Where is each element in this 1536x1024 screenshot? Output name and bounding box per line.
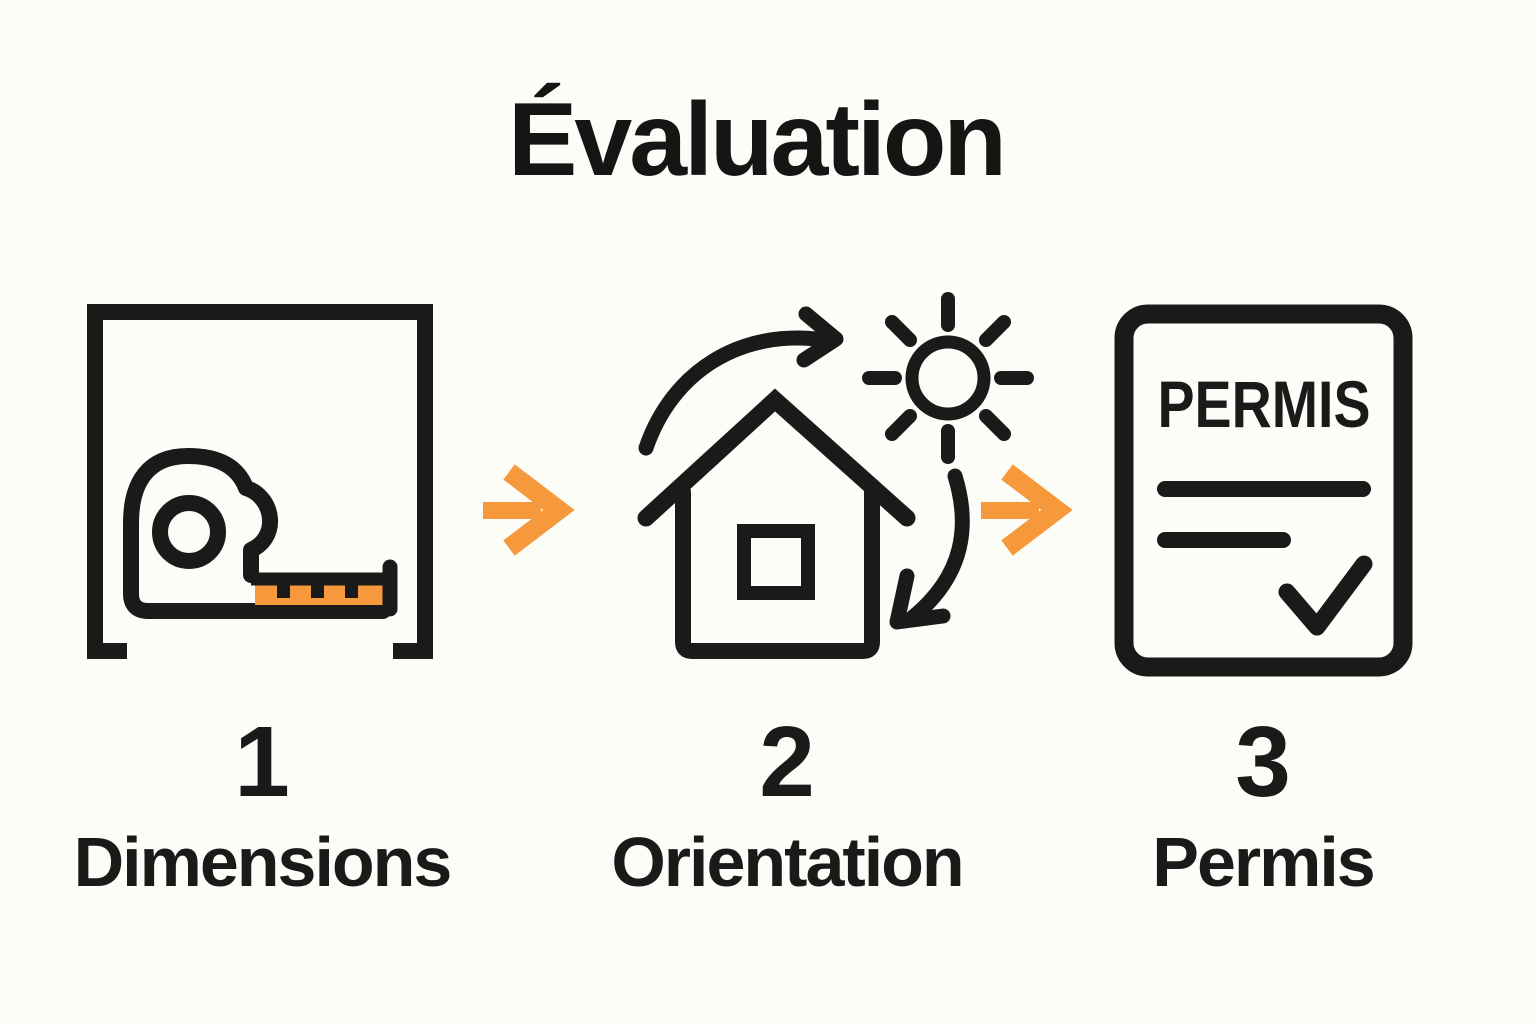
checkmark-icon bbox=[1278, 555, 1373, 636]
permit-document-check-icon: PERMIS bbox=[1114, 304, 1413, 677]
tape-measure-icon bbox=[123, 448, 398, 619]
house-icon bbox=[637, 388, 916, 659]
document-outline bbox=[1114, 304, 1413, 677]
step-1-number: 1 bbox=[234, 706, 290, 818]
rotation-arc-arrow-icon bbox=[638, 306, 844, 456]
measurement-frame-icon bbox=[87, 304, 433, 659]
step-1-label: Dimensions bbox=[73, 823, 453, 901]
sun-icon bbox=[862, 292, 1034, 464]
arrow-right-icon bbox=[981, 464, 1073, 556]
step-3-number: 3 bbox=[1235, 706, 1291, 818]
tape-reel bbox=[152, 495, 226, 569]
arrow-right-icon bbox=[483, 464, 575, 556]
tape-measure-in-frame-icon bbox=[87, 304, 433, 659]
house-window bbox=[737, 524, 815, 600]
document-title-text: PERMIS bbox=[1158, 367, 1371, 441]
step-2-number: 2 bbox=[759, 706, 815, 818]
step-3-label: Permis bbox=[1152, 823, 1375, 901]
page-title: Évaluation bbox=[508, 82, 1007, 198]
step-2-label: Orientation bbox=[611, 823, 964, 901]
rotation-down-arrow-icon bbox=[889, 468, 970, 630]
house-sun-rotation-icon bbox=[637, 292, 1034, 659]
